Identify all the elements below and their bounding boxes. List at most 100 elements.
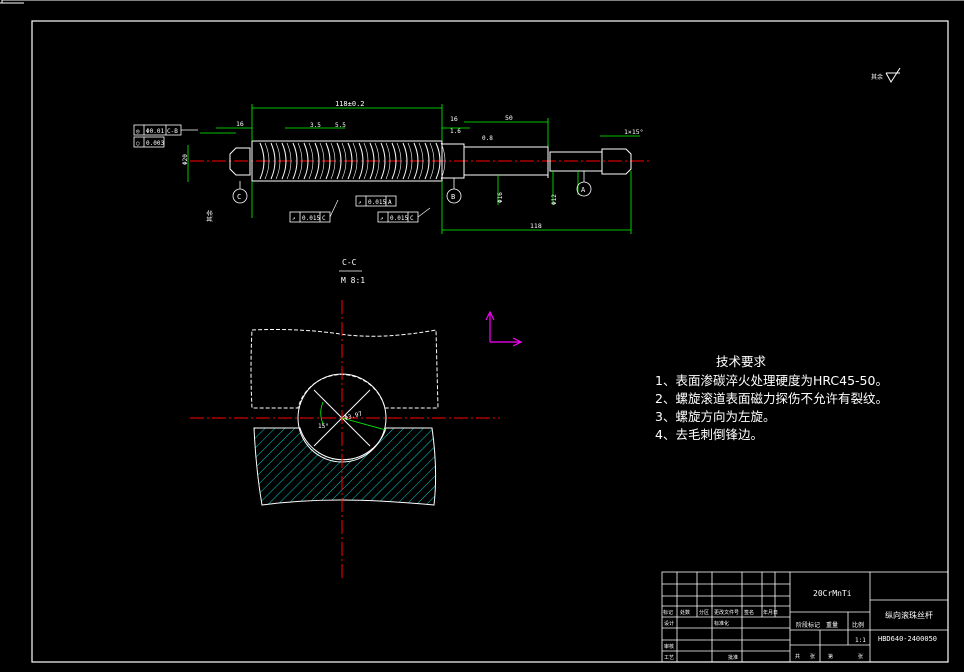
svg-text:A: A bbox=[388, 199, 392, 206]
thread-root bbox=[429, 142, 435, 180]
dim-diam-end: Φ12 bbox=[551, 194, 558, 205]
nut-upper bbox=[250, 329, 439, 409]
roughness-note: 其余 bbox=[871, 73, 883, 81]
requirement-item-3: 3、螺旋方向为左旋。 bbox=[655, 409, 776, 424]
tolerance-frame-3: ↗ 0.015 C bbox=[289, 211, 331, 223]
svg-text:更改文件号: 更改文件号 bbox=[714, 609, 739, 616]
svg-text:审核: 审核 bbox=[664, 643, 674, 650]
datum-b-marker: B bbox=[446, 178, 462, 204]
dim-left-step: 16 bbox=[236, 120, 244, 128]
title-block bbox=[661, 571, 949, 663]
svg-text:年月日: 年月日 bbox=[763, 609, 778, 616]
dim-seg-right: 50 bbox=[505, 114, 513, 122]
svg-text:↗: ↗ bbox=[380, 215, 384, 222]
thread-root bbox=[363, 142, 369, 180]
svg-text:张: 张 bbox=[810, 653, 815, 660]
thread-root bbox=[352, 142, 358, 180]
thread-crest bbox=[336, 142, 342, 180]
dim-diam-left: Φ20 bbox=[182, 154, 189, 165]
section-cc: C-C M 8:1 Φ3.97 15° bbox=[190, 258, 500, 580]
tolerance-frame-5: ↗ 0.015 A bbox=[355, 195, 397, 207]
thread-crest bbox=[413, 142, 419, 180]
thread-crest bbox=[402, 142, 408, 180]
svg-text:批准: 批准 bbox=[728, 654, 738, 661]
roughness-symbol-icon: 其余 bbox=[871, 67, 901, 83]
thread-crest bbox=[259, 142, 265, 180]
thread-root bbox=[264, 142, 270, 180]
tolerance-frame-2: ○ 0.003 bbox=[133, 136, 164, 148]
tolerance-frame-1: ◎ Φ0.01 C-B bbox=[133, 124, 182, 136]
drawing-number: HBD640-2400050 bbox=[878, 635, 937, 643]
thread-crest bbox=[435, 142, 441, 180]
roughness-b: 0.8 bbox=[482, 135, 493, 142]
requirement-item-1: 1、表面渗碳淬火处理硬度为HRC45-50。 bbox=[655, 373, 888, 388]
thread-crest bbox=[391, 142, 397, 180]
svg-text:张: 张 bbox=[858, 653, 863, 660]
thread-crest bbox=[303, 142, 309, 180]
svg-text:C: C bbox=[322, 215, 326, 222]
svg-text:工艺: 工艺 bbox=[664, 655, 674, 661]
thread-crest bbox=[325, 142, 331, 180]
thread-crest bbox=[347, 142, 353, 180]
requirement-item-4: 4、去毛刺倒锋边。 bbox=[655, 427, 763, 442]
title-block-text: 20CrMnTi 纵向滚珠丝杆 HBD640-2400050 1:1 阶段标记 … bbox=[663, 589, 937, 661]
thread-root bbox=[396, 142, 402, 180]
tolerance-frame-4: ↗ 0.015 C bbox=[377, 211, 419, 223]
svg-text:0.015: 0.015 bbox=[302, 215, 320, 222]
svg-text:标记: 标记 bbox=[663, 609, 673, 616]
material-label: 20CrMnTi bbox=[813, 589, 852, 598]
section-dim: Φ3.97 bbox=[344, 410, 364, 422]
svg-text:共: 共 bbox=[795, 653, 800, 660]
thread-crest bbox=[281, 142, 287, 180]
dim-chamfer: 1×15° bbox=[624, 128, 644, 136]
svg-text:分区: 分区 bbox=[699, 609, 709, 616]
thread-crest bbox=[314, 142, 320, 180]
scale-label: 比例 bbox=[852, 621, 864, 629]
top-dimensions bbox=[187, 104, 640, 234]
svg-text:○: ○ bbox=[136, 140, 140, 147]
scale-value: 1:1 bbox=[855, 637, 866, 644]
thread-crest bbox=[380, 142, 386, 180]
svg-text:设计: 设计 bbox=[664, 620, 674, 627]
thread-root bbox=[319, 142, 325, 180]
thread-root bbox=[418, 142, 424, 180]
surface-mark-left: 其余 bbox=[206, 210, 214, 222]
svg-text:Φ0.01: Φ0.01 bbox=[146, 128, 164, 135]
thread-root bbox=[330, 142, 336, 180]
drawing-frame bbox=[31, 20, 949, 663]
thread-crest bbox=[369, 142, 375, 180]
part-name: 纵向滚珠丝杆 bbox=[885, 610, 933, 620]
thread-root bbox=[297, 142, 303, 180]
section-title: C-C bbox=[342, 258, 357, 267]
thread-crest bbox=[270, 142, 276, 180]
svg-text:签名: 签名 bbox=[744, 609, 754, 616]
dim-pitch-b: 5.5 bbox=[335, 122, 346, 129]
dim-pitch-a: 3.5 bbox=[310, 122, 321, 129]
datum-a-marker: A bbox=[576, 171, 592, 197]
left-journal bbox=[229, 147, 251, 176]
thread-root bbox=[385, 142, 391, 180]
section-angle: 15° bbox=[318, 423, 329, 430]
svg-text:C-B: C-B bbox=[167, 128, 178, 135]
thread-root bbox=[407, 142, 413, 180]
svg-text:处数: 处数 bbox=[680, 609, 690, 616]
screw-top-view: 118±0.2 16 16 3.5 5.5 50 118 1×15° 1.6 0… bbox=[133, 100, 650, 234]
dim-diam-mid: Φ16 bbox=[497, 192, 504, 203]
datum-c-marker: C bbox=[232, 181, 248, 204]
svg-text:0.015: 0.015 bbox=[368, 199, 386, 206]
thread-crest bbox=[424, 142, 430, 180]
svg-text:第: 第 bbox=[828, 653, 833, 660]
svg-text:↗: ↗ bbox=[292, 215, 296, 222]
svg-text:C: C bbox=[237, 193, 241, 201]
thread-crest bbox=[292, 142, 298, 180]
thread-root bbox=[275, 142, 281, 180]
svg-text:0.003: 0.003 bbox=[146, 140, 164, 147]
thread-crest bbox=[358, 142, 364, 180]
roughness-a: 1.6 bbox=[450, 128, 461, 135]
svg-text:B: B bbox=[451, 193, 455, 201]
end-chamfer bbox=[601, 148, 632, 175]
dim-total-thread: 118±0.2 bbox=[335, 100, 365, 108]
thread-root bbox=[308, 142, 314, 180]
weight-label: 重量 bbox=[826, 621, 838, 629]
